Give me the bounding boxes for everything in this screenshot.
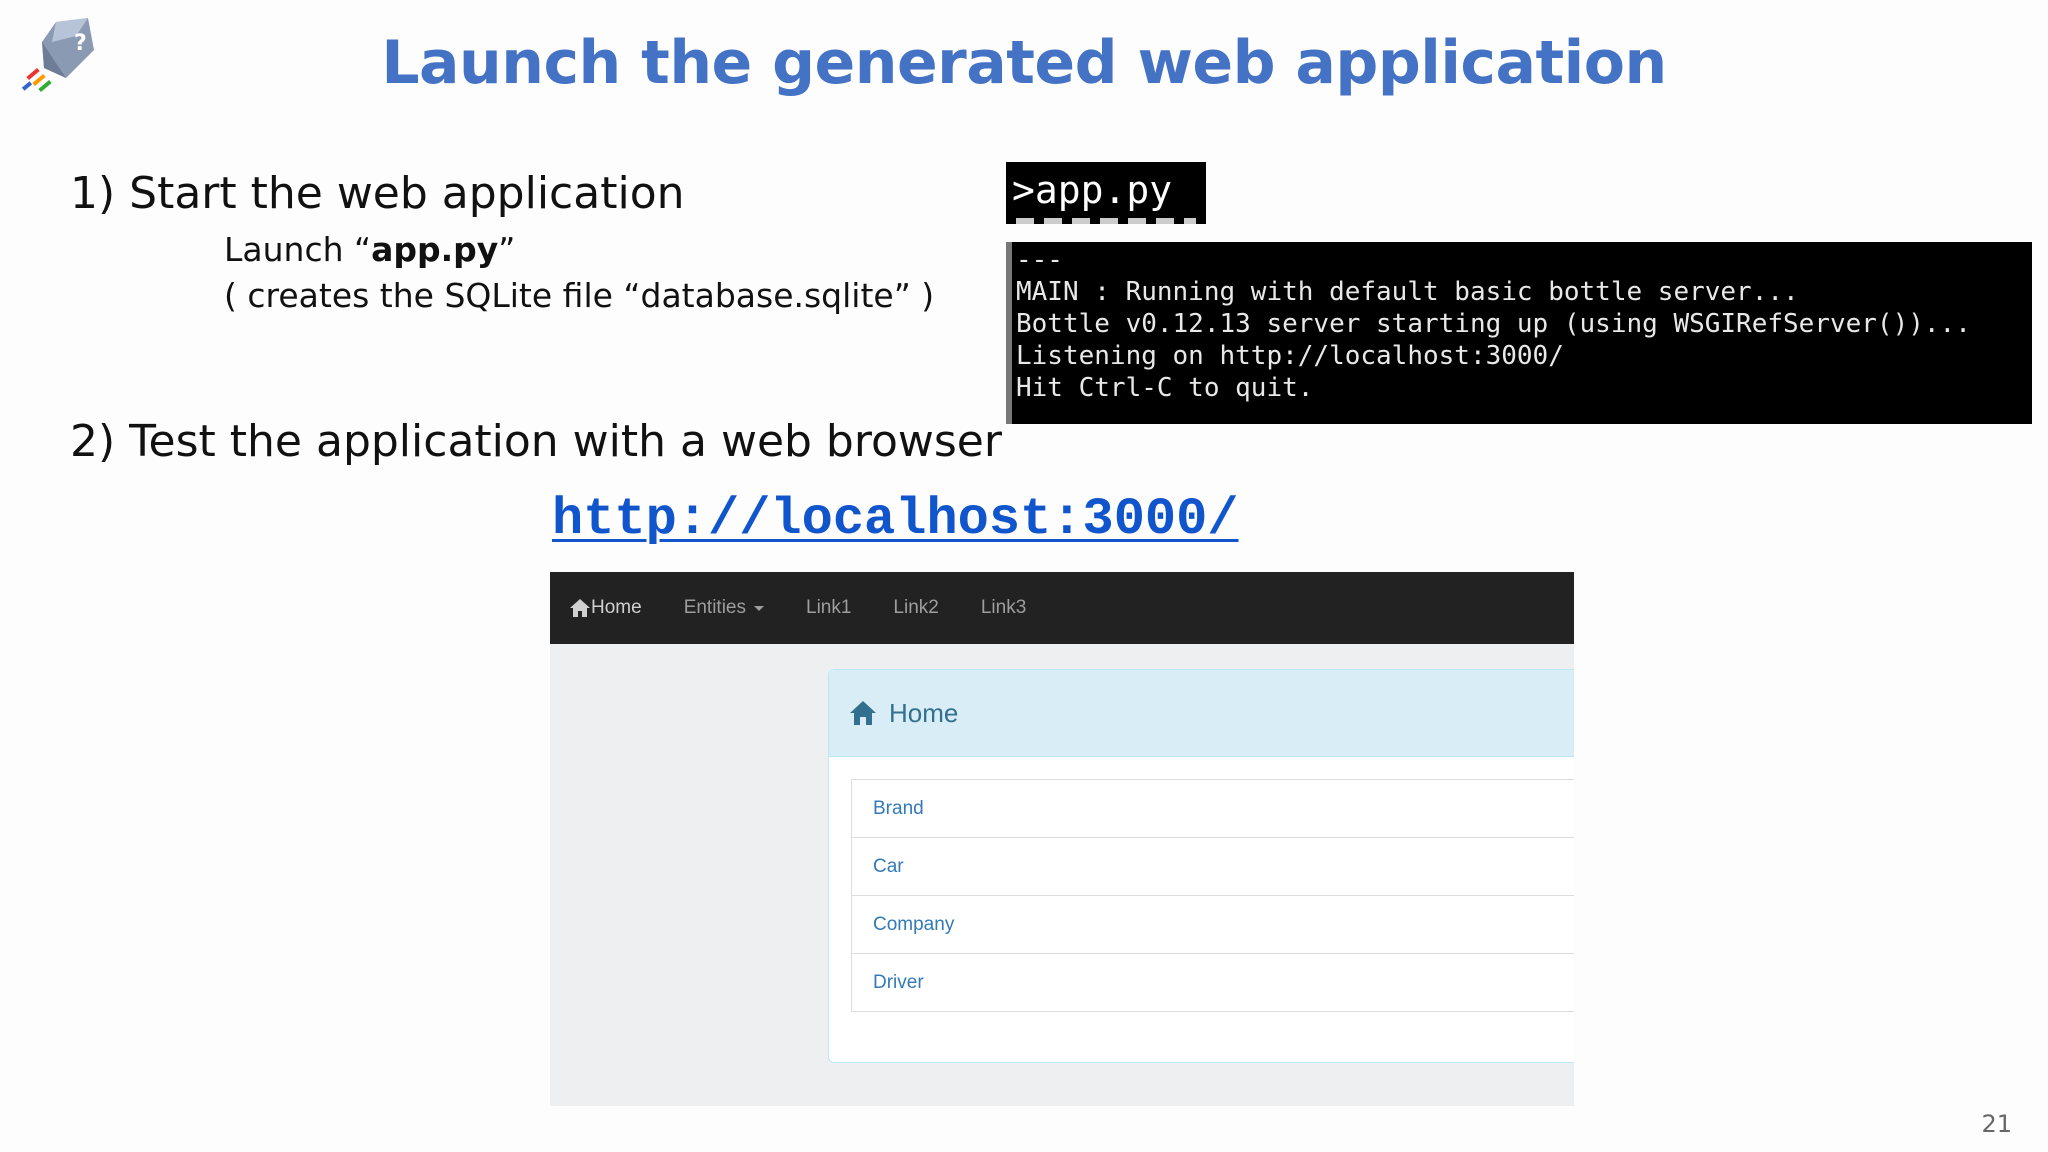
launch-file: app.py bbox=[371, 230, 499, 269]
home-icon bbox=[570, 599, 590, 617]
console-line: MAIN : Running with default basic bottle… bbox=[1016, 277, 1799, 307]
console-command-box: >app.py bbox=[1006, 162, 1206, 224]
nav-home-link[interactable]: Home bbox=[558, 597, 653, 619]
launch-suffix: ” bbox=[498, 230, 516, 269]
nav-link2[interactable]: Link2 bbox=[893, 597, 939, 618]
step-2-heading: 2) Test the application with a web brows… bbox=[70, 416, 1002, 467]
step-1-launch-text: Launch “app.py” bbox=[224, 230, 515, 269]
console-line: Bottle v0.12.13 server starting up (usin… bbox=[1016, 309, 1971, 339]
slide-title: Launch the generated web application bbox=[381, 28, 1667, 98]
nav-link3[interactable]: Link3 bbox=[980, 597, 1027, 618]
list-item-car[interactable]: Car bbox=[852, 837, 1574, 895]
nav-entities-label: Entities bbox=[683, 597, 746, 618]
home-panel: Home Brand Car Company Driver bbox=[828, 669, 1574, 1063]
list-item-driver[interactable]: Driver bbox=[852, 953, 1574, 1011]
app-logo-icon: ? bbox=[21, 18, 94, 93]
browser-screenshot: Home Entities Link1 Link2 Link3 Home Bra… bbox=[550, 572, 1574, 1106]
console-line: --- bbox=[1016, 245, 1063, 275]
console-cutoff-line bbox=[1016, 218, 1196, 224]
svg-text:?: ? bbox=[74, 31, 87, 56]
console-output: --- MAIN : Running with default basic bo… bbox=[1006, 242, 2032, 424]
step-1-heading: 1) Start the web application bbox=[70, 168, 685, 219]
home-icon bbox=[850, 701, 876, 725]
caret-down-icon bbox=[754, 605, 764, 611]
list-item-brand[interactable]: Brand bbox=[873, 797, 924, 819]
nav-entities-dropdown[interactable]: Entities bbox=[673, 597, 775, 619]
navbar: Home Entities Link1 Link2 Link3 bbox=[550, 572, 1574, 644]
launch-prefix: Launch “ bbox=[224, 230, 372, 269]
console-command: >app.py bbox=[1012, 168, 1173, 212]
localhost-url-link[interactable]: http://localhost:3000/ bbox=[552, 490, 1239, 549]
console-line: Listening on http://localhost:3000/ bbox=[1016, 341, 1564, 371]
panel-heading: Home bbox=[829, 670, 1574, 757]
nav-link1[interactable]: Link1 bbox=[806, 597, 852, 618]
list-item-company[interactable]: Company bbox=[852, 895, 1574, 953]
entity-list: Brand Car Company Driver bbox=[851, 779, 1574, 1012]
page-number: 21 bbox=[1981, 1110, 2012, 1138]
nav-home-label: Home bbox=[591, 597, 642, 618]
console-line: Hit Ctrl-C to quit. bbox=[1016, 373, 1314, 403]
step-1-note: ( creates the SQLite file “database.sqli… bbox=[224, 276, 935, 315]
panel-title: Home bbox=[889, 697, 959, 728]
